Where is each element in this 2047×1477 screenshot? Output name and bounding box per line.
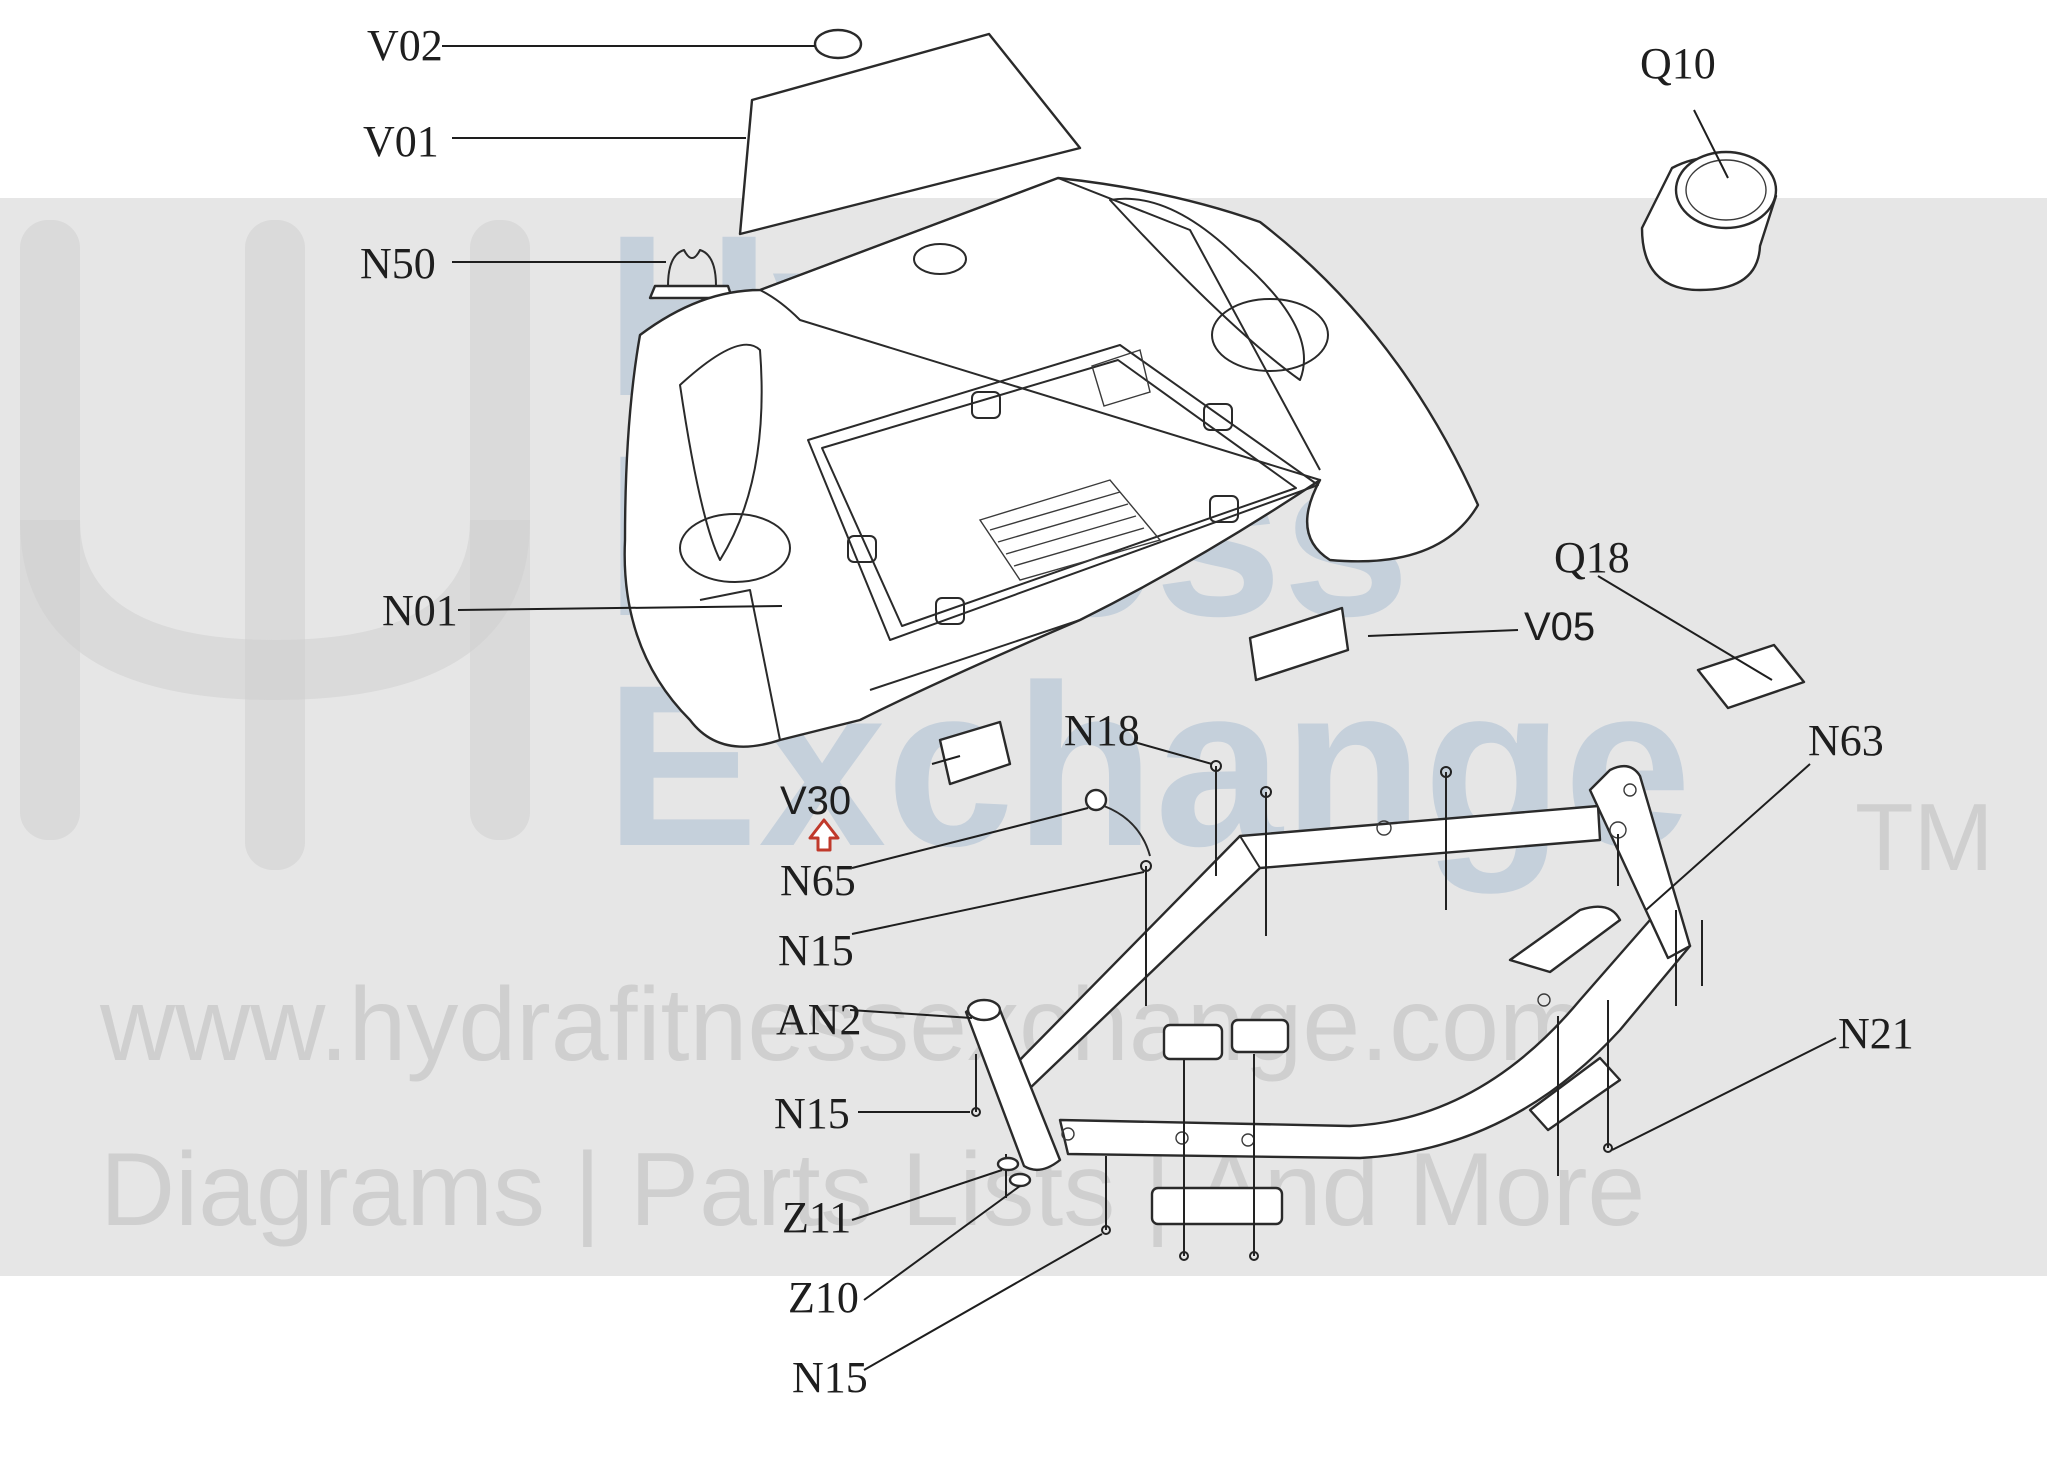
callout-labels: V02 V01 N50 N01 Q10 Q18 V05 N18 N63 V30 …: [360, 21, 1914, 1402]
bushing-q10-shape: [1640, 150, 1778, 292]
callout-n18: N18: [1064, 706, 1140, 755]
callout-v30: V30: [780, 779, 851, 823]
decal-v02-shape: [813, 28, 863, 60]
callout-n15-middle: N15: [774, 1089, 850, 1138]
callout-v05: V05: [1524, 605, 1595, 649]
callout-an2: AN2: [776, 995, 862, 1044]
watermark-trademark: TM: [1855, 784, 1994, 891]
callout-q10: Q10: [1640, 39, 1716, 88]
v30-highlight-arrow-icon: [808, 818, 840, 852]
callout-n21: N21: [1838, 1009, 1914, 1058]
callout-z10: Z10: [788, 1273, 859, 1322]
callout-z11: Z11: [782, 1193, 851, 1242]
watermark-url: www.hydrafitnessexchange.com: [99, 967, 1586, 1083]
callout-v01: V01: [363, 117, 439, 166]
parts-line-art: [623, 28, 1806, 1261]
callout-n15-lower: N15: [792, 1353, 868, 1402]
callout-v02: V02: [367, 21, 443, 70]
label-v05-shape: [1248, 606, 1350, 682]
callout-n15-upper: N15: [778, 926, 854, 975]
callout-q18: Q18: [1554, 533, 1630, 582]
label-v30-shape: [938, 720, 1012, 786]
callout-n65: N65: [780, 856, 856, 905]
callout-n63: N63: [1808, 716, 1884, 765]
screws-shape: [971, 760, 1703, 1261]
leader-lines: [442, 45, 1837, 1371]
card-q18-shape: [1696, 643, 1806, 710]
cable-n65-shape: [1084, 788, 1151, 857]
console-shroud-n01-shape: [623, 176, 1480, 748]
watermark-logo-icon: [20, 220, 530, 870]
callout-n50: N50: [360, 239, 436, 288]
callout-n01: N01: [382, 586, 458, 635]
overlay-v01-shape: [738, 32, 1082, 236]
